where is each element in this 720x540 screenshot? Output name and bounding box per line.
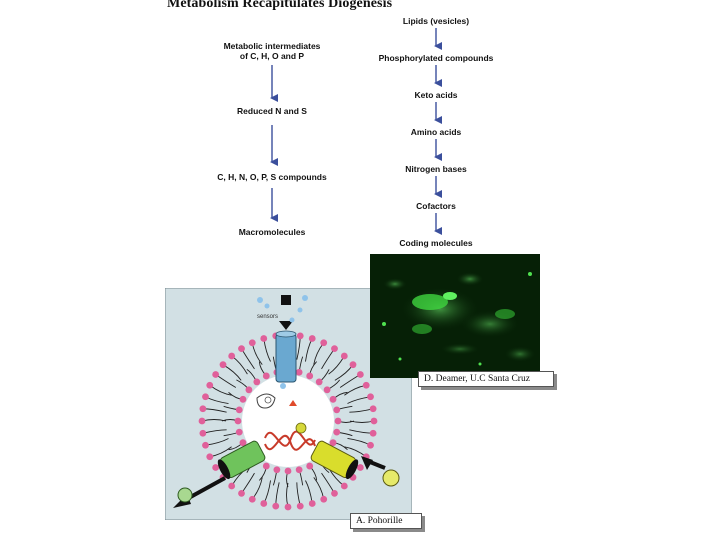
outer-lipid-head [296,332,304,340]
inner-lipid-head [306,462,314,470]
inner-lipid-head [329,439,337,447]
outer-lipid-head [248,339,256,347]
channel-yellow [310,440,359,480]
diagram-caption: A. Pohorille [350,513,422,529]
outer-lipid-head [248,495,256,503]
outer-lipid-head [199,429,207,437]
inner-lipid-head [239,395,247,403]
reactant-triangle [289,400,297,406]
vesicle-micrograph [370,254,540,378]
inner-lipid-head [273,466,281,474]
channel-green [217,440,266,480]
micrograph-image [370,254,540,378]
outer-lipid-head [370,417,378,425]
channel-top [275,333,297,383]
outer-lipid-head [369,429,377,437]
outer-lipid-head [369,405,377,413]
outer-lipid-head [356,371,364,378]
inner-lipid-head [333,428,341,436]
left-step-1: Metabolic intermediates of C, H, O and P [224,41,321,61]
green-ion [177,487,193,503]
outer-lipid-head [202,393,209,401]
outer-lipid-head [340,352,348,360]
inner-lipid-head [245,386,253,394]
inner-lipid-head [323,386,331,394]
outer-lipid-head [199,405,207,413]
outer-lipid-head [320,495,328,503]
right-step-1: Lipids (vesicles) [402,16,470,26]
inner-lipid-head [334,417,342,425]
micrograph-caption: D. Deamer, U.C Santa Cruz [418,371,554,387]
outer-lipid-head [260,500,268,507]
outer-lipid-head [367,441,374,449]
inner-lipid-head [234,417,242,425]
inner-lipid-head [306,372,314,380]
outer-lipid-head [356,464,364,471]
right-step-5: Nitrogen bases [405,164,467,174]
flow-arrows [270,28,442,235]
outer-lipid-head [308,500,316,507]
outer-lipid-head [219,361,227,369]
outer-lipid-head [206,453,214,461]
outer-lipid-head [206,381,214,389]
outer-lipid-head [228,352,236,360]
outer-lipid-head [296,502,304,510]
dna-helix [264,430,316,451]
outer-lipid-head [349,361,357,369]
left-step-1-line1: Metabolic intermediates [223,41,321,51]
outer-lipid-head [198,417,206,425]
ion-dots [257,295,308,389]
inner-lipid-head [262,462,270,470]
inner-lipid-head [239,439,247,447]
outer-lipid-head [367,393,374,401]
enzyme-shape [256,393,276,409]
outer-lipid-head [340,482,348,490]
outer-lipid-head [238,345,245,353]
yellow-flow-arrowhead [361,456,373,470]
right-step-6: Cofactors [416,201,456,211]
outer-lipid-head [272,502,280,510]
outer-lipid-head [362,381,370,389]
left-step-4: Macromolecules [238,227,306,237]
lipid-bilayer [198,331,378,511]
yellow-ion [382,469,400,487]
inner-lipid-head [284,467,292,475]
product-ball [295,422,307,434]
substrate-square [281,295,291,305]
inner-lipid-head [295,368,303,376]
left-step-3: C, H, N, O, P, S compounds [217,172,327,182]
right-step-2: Phosphorylated compounds [378,53,494,63]
outer-lipid-head [212,464,220,471]
inner-lipid-head [333,406,341,414]
inner-lipid-head [295,466,303,474]
right-step-7: Coding molecules [399,238,473,248]
right-step-3: Keto acids [414,90,458,100]
outer-lipid-head [308,335,316,342]
inner-lipid-head [315,378,323,386]
enzyme-site [264,396,272,404]
inflow-arrowhead [279,321,293,330]
outer-lipid-head [320,339,328,347]
inner-lipid-head [262,372,270,380]
left-step-2: Reduced N and S [237,106,307,116]
outer-lipid-head [212,371,220,378]
inner-lipid-head [253,378,261,386]
inner-lipid-head [235,428,243,436]
outer-lipid-head [228,482,236,490]
outer-lipid-head [331,489,338,497]
right-step-4: Amino acids [410,127,462,137]
outer-lipid-head [260,335,268,342]
outer-lipid-head [202,441,209,449]
page-title: Metabolism Recapitulates Diogenesis [167,0,393,11]
outer-lipid-head [284,503,292,511]
inner-lipid-head [235,406,243,414]
channel-top-opening [275,330,297,338]
sensors-label: sensors [257,314,278,320]
outer-lipid-head [238,489,245,497]
inner-lipid-head [329,395,337,403]
left-step-1-line2: of C, H, O and P [239,51,305,61]
outer-lipid-head [331,345,338,353]
